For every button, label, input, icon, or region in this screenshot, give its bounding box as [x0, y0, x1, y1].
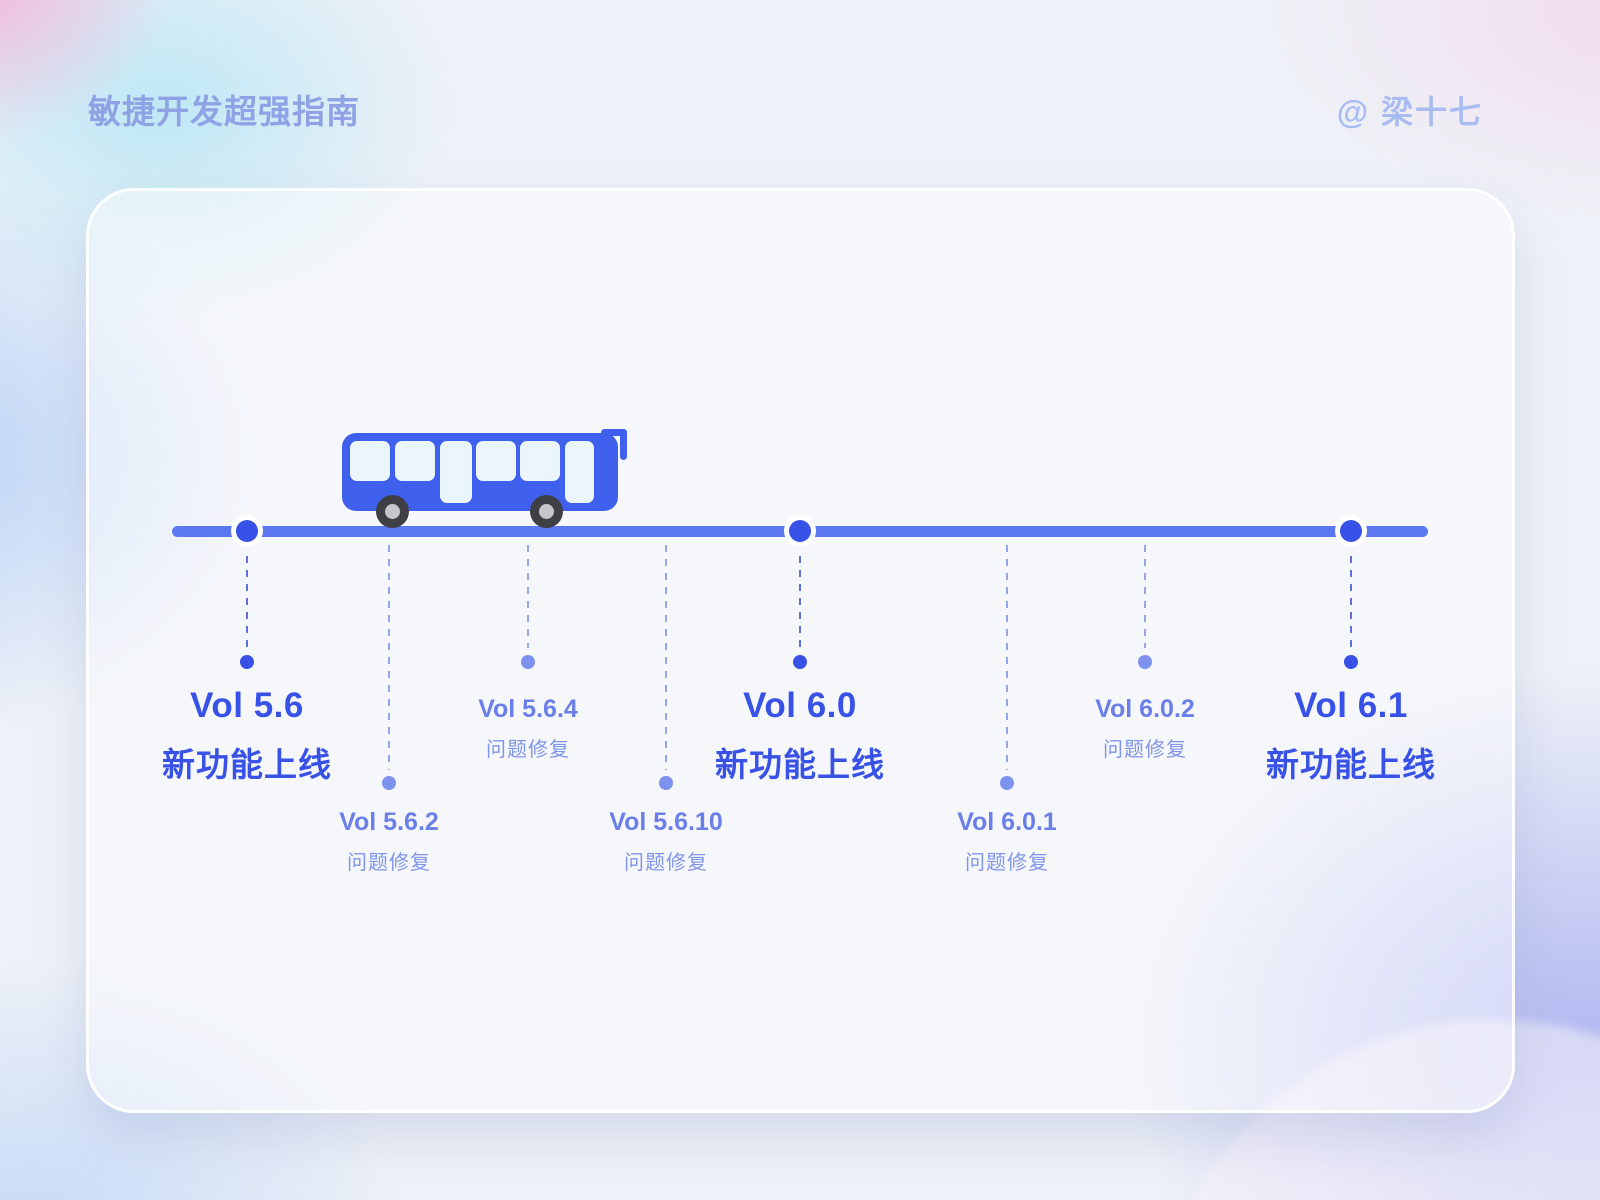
- connector-end-dot: [521, 655, 535, 669]
- release-label: Vol 6.0.2 问题修复: [1095, 695, 1195, 762]
- connector-end-dot: [240, 655, 254, 669]
- connector-end-dot: [382, 776, 396, 790]
- dashed-connector-line: [799, 556, 801, 648]
- bus-mirror-icon: [601, 429, 627, 436]
- release-type-label: 新功能上线: [715, 746, 885, 783]
- release-node-dot: [231, 515, 263, 547]
- bus-window: [395, 441, 435, 481]
- bus-wheel: [530, 495, 563, 528]
- page-title: 敏捷开发超强指南: [88, 93, 360, 130]
- dashed-connector-line: [388, 545, 390, 770]
- bus-door: [440, 441, 472, 503]
- release-label: Vol 5.6.10 问题修复: [609, 808, 723, 875]
- release-type-label: 问题修复: [624, 852, 708, 874]
- release-type-label: 问题修复: [347, 852, 431, 874]
- connector-end-dot: [1344, 655, 1358, 669]
- dashed-connector-line: [246, 556, 248, 648]
- dashed-connector-line: [1006, 545, 1008, 770]
- release-label: Vol 6.0.1 问题修复: [957, 808, 1057, 875]
- version-label: Vol 6.1: [1294, 686, 1408, 725]
- release-node-dot: [1335, 515, 1367, 547]
- release-type-label: 问题修复: [1103, 739, 1187, 761]
- version-label: Vol 6.0.1: [957, 808, 1057, 836]
- dashed-connector-line: [1144, 545, 1146, 648]
- connector-end-dot: [1138, 655, 1152, 669]
- bus-front-door: [565, 441, 594, 503]
- timeline-card: [86, 188, 1515, 1113]
- release-label: Vol 5.6.4 问题修复: [478, 695, 578, 762]
- bus-wheel: [376, 495, 409, 528]
- bus-icon: [342, 429, 627, 528]
- version-label: Vol 5.6.10: [609, 808, 723, 836]
- author-handle: @ 梁十七: [1336, 94, 1483, 130]
- release-label: Vol 5.6 新功能上线: [162, 686, 332, 786]
- dashed-connector-line: [1350, 556, 1352, 648]
- dashed-connector-line: [527, 545, 529, 648]
- release-label: Vol 5.6.2 问题修复: [339, 808, 439, 875]
- version-label: Vol 6.0: [743, 686, 857, 725]
- version-label: Vol 5.6.2: [339, 808, 439, 836]
- release-type-label: 问题修复: [965, 852, 1049, 874]
- release-node-dot: [784, 515, 816, 547]
- bus-mirror-icon: [620, 429, 627, 460]
- release-type-label: 新功能上线: [1266, 746, 1436, 783]
- bus-window: [520, 441, 560, 481]
- release-label: Vol 6.1 新功能上线: [1266, 686, 1436, 786]
- release-type-label: 问题修复: [486, 739, 570, 761]
- version-label: Vol 5.6: [190, 686, 304, 725]
- connector-end-dot: [1000, 776, 1014, 790]
- connector-end-dot: [659, 776, 673, 790]
- version-label: Vol 5.6.4: [478, 695, 578, 723]
- release-label: Vol 6.0 新功能上线: [715, 686, 885, 786]
- bus-window: [476, 441, 516, 481]
- connector-end-dot: [793, 655, 807, 669]
- version-label: Vol 6.0.2: [1095, 695, 1195, 723]
- release-type-label: 新功能上线: [162, 746, 332, 783]
- dashed-connector-line: [665, 545, 667, 770]
- bus-window: [350, 441, 390, 481]
